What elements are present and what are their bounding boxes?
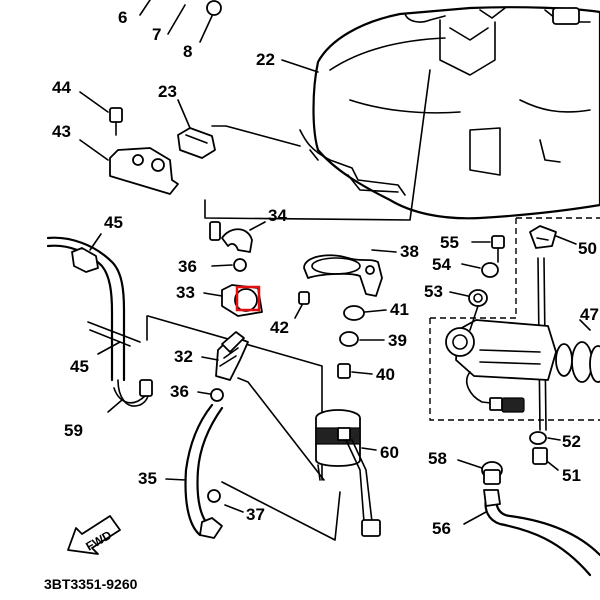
label-45b: 45 bbox=[70, 357, 89, 376]
fuel-cock-assembly bbox=[429, 217, 600, 445]
clip-36b bbox=[197, 388, 224, 402]
label-54: 54 bbox=[432, 255, 451, 274]
bolt-44 bbox=[79, 91, 123, 136]
fuel-hose-35-37 bbox=[165, 403, 341, 541]
elbow-34 bbox=[209, 221, 266, 253]
label-60: 60 bbox=[380, 443, 399, 462]
small-parts-41 bbox=[343, 305, 387, 321]
label-52: 52 bbox=[562, 432, 581, 451]
label-56: 56 bbox=[432, 519, 451, 538]
label-50: 50 bbox=[578, 239, 597, 258]
fuel-hose-45-59 bbox=[46, 233, 153, 413]
label-23: 23 bbox=[158, 82, 177, 101]
highlighted-part-33 bbox=[235, 285, 261, 312]
small-parts-39 bbox=[339, 331, 385, 347]
hose-joint-58 bbox=[457, 459, 503, 485]
label-36a: 36 bbox=[178, 257, 197, 276]
small-parts-40 bbox=[337, 363, 373, 379]
fuel-filter-32 bbox=[201, 331, 325, 481]
label-35: 35 bbox=[138, 469, 157, 488]
label-32: 32 bbox=[174, 347, 193, 366]
part-labels: 6 7 8 22 44 23 43 34 45 36 38 55 50 54 3… bbox=[44, 8, 599, 592]
label-7: 7 bbox=[152, 25, 161, 44]
label-37: 37 bbox=[246, 505, 265, 524]
screw-51 bbox=[532, 447, 559, 471]
label-43: 43 bbox=[52, 122, 71, 141]
label-40: 40 bbox=[376, 365, 395, 384]
top-hardware bbox=[139, 0, 222, 43]
label-36b: 36 bbox=[170, 382, 189, 401]
label-44: 44 bbox=[52, 78, 71, 97]
label-8: 8 bbox=[183, 42, 192, 61]
clip-36a bbox=[211, 258, 247, 272]
label-22: 22 bbox=[256, 50, 275, 69]
hardware-55-54-53 bbox=[449, 235, 505, 331]
fuel-hose-56 bbox=[463, 489, 600, 577]
label-45a: 45 bbox=[104, 213, 123, 232]
fuel-pump-60 bbox=[315, 409, 381, 537]
label-51: 51 bbox=[562, 466, 581, 485]
forward-arrow: FWD bbox=[67, 515, 121, 555]
bracket-43 bbox=[79, 139, 179, 195]
label-6: 6 bbox=[118, 8, 127, 27]
label-47: 47 bbox=[580, 305, 599, 324]
label-59: 59 bbox=[64, 421, 83, 440]
fuel-tank bbox=[299, 6, 600, 220]
label-53: 53 bbox=[424, 282, 443, 301]
label-41: 41 bbox=[390, 300, 409, 319]
label-38: 38 bbox=[400, 242, 419, 261]
label-34: 34 bbox=[268, 206, 287, 225]
label-42: 42 bbox=[270, 318, 289, 337]
label-33: 33 bbox=[176, 283, 195, 302]
label-39: 39 bbox=[388, 331, 407, 350]
diagram-code: 3BT3351-9260 bbox=[44, 576, 138, 592]
damper-23 bbox=[177, 99, 301, 159]
small-parts-42 bbox=[294, 291, 310, 319]
label-55: 55 bbox=[440, 233, 459, 252]
filter-bracket-33 bbox=[203, 284, 263, 317]
label-58: 58 bbox=[428, 449, 447, 468]
